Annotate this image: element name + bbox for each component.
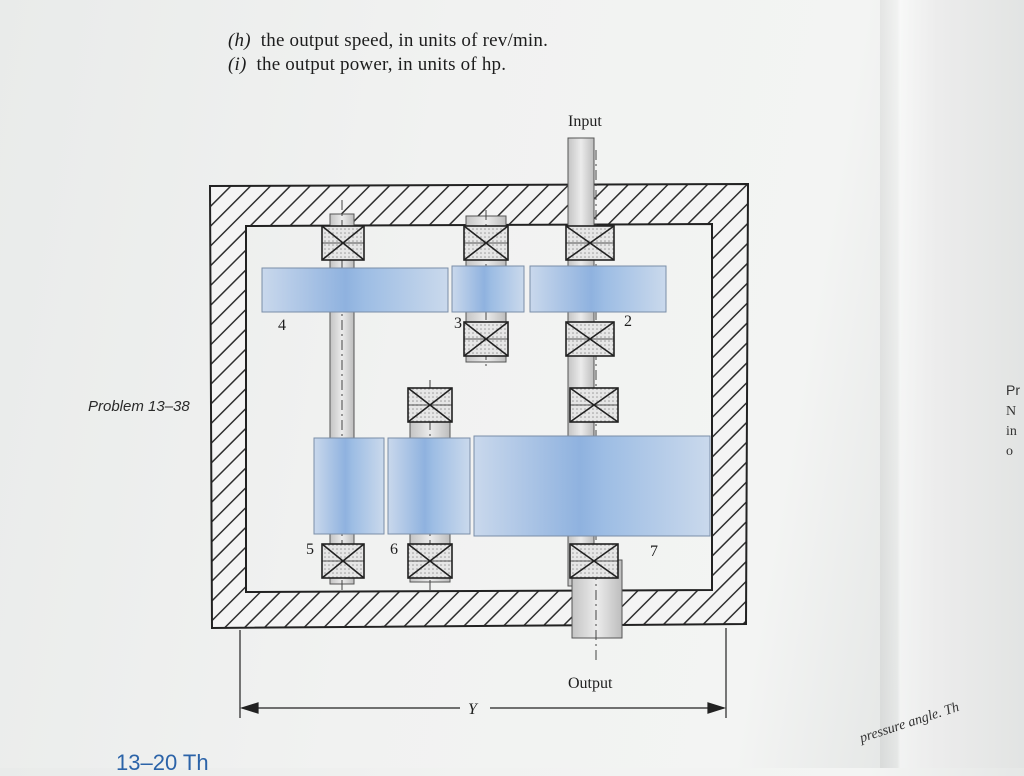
gear-label-5: 5 [306, 541, 314, 558]
edge-fragment-4: o [1006, 444, 1013, 459]
gear-7 [473, 435, 711, 537]
dimension-y [239, 628, 727, 718]
figure-caption: Problem 13–38 [88, 398, 190, 415]
gear-label-4: 4 [278, 317, 286, 334]
edge-fragment-2: N [1006, 404, 1017, 419]
gears [261, 265, 711, 537]
bearing-icon [321, 543, 365, 579]
bearing-icon [407, 387, 453, 423]
bearing-icon [407, 543, 453, 579]
gear-3 [451, 265, 525, 313]
question-i: (i) the output power, in units of hp. [228, 54, 506, 76]
bearing-icon [321, 225, 365, 261]
page-curl-shadow [880, 0, 1024, 768]
gear-label-2: 2 [624, 313, 632, 330]
gear-4 [261, 267, 449, 313]
gear-6 [387, 437, 471, 535]
question-h-tag: (h) [228, 30, 251, 51]
dimension-y-label: Y [468, 701, 479, 718]
bearing-icon [565, 225, 615, 261]
bearing-icon [463, 225, 509, 261]
bearing-icon [569, 543, 619, 579]
edge-fragment-1: Pr [1006, 382, 1020, 398]
bearings [321, 225, 619, 579]
gear-label-3: 3 [454, 315, 462, 332]
gear-5 [313, 437, 385, 535]
question-h-text: the output speed, in units of rev/min. [260, 30, 549, 51]
edge-fragment-3: in [1006, 424, 1017, 439]
gear-label-7: 7 [650, 543, 658, 560]
bearing-icon [463, 321, 509, 357]
question-h: (h) the output speed, in units of rev/min… [228, 30, 548, 52]
gear-label-6: 6 [390, 541, 398, 558]
output-label: Output [568, 675, 613, 692]
question-i-text: the output power, in units of hp. [256, 54, 507, 75]
bearing-icon [565, 321, 615, 357]
input-label: Input [568, 113, 602, 130]
question-i-tag: (i) [228, 54, 247, 75]
gear-2 [529, 265, 667, 313]
bearing-icon [569, 387, 619, 423]
